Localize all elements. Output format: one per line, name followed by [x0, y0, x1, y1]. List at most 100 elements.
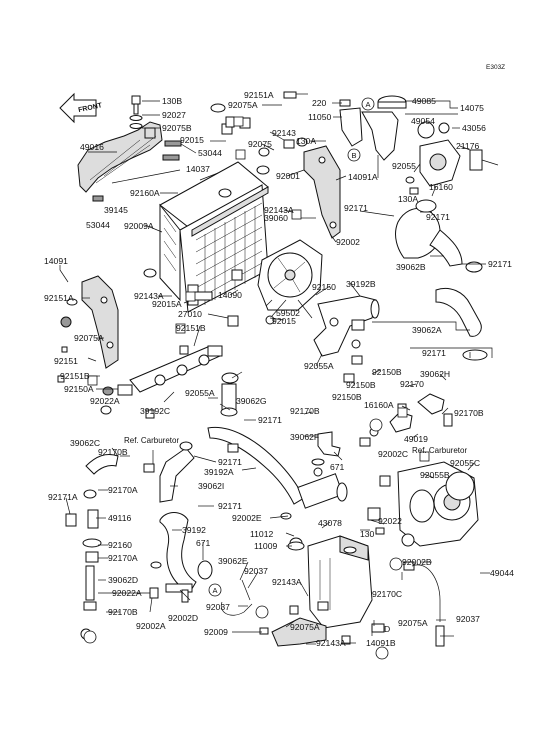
label-92171-d: 92171 — [422, 348, 446, 358]
ref-a-top-text: A — [365, 100, 370, 109]
label-92143a-top: 92143A — [264, 205, 294, 215]
label-92143a-b: 92143A — [272, 577, 302, 587]
ref-marker-a-top — [361, 97, 375, 111]
label-92150a: 92150A — [64, 384, 94, 394]
ref-marker-b-top — [347, 148, 361, 162]
label-92009a: 92009A — [124, 221, 154, 231]
label-92143a-mid: 92143A — [134, 291, 164, 301]
label-49116: 49116 — [108, 513, 131, 523]
label-92022: 92022 — [378, 516, 402, 526]
top-fasteners — [210, 91, 308, 157]
square-marker — [397, 407, 408, 418]
part-drawings: FRONT — [57, 91, 499, 647]
label-39192b: 39192B — [346, 279, 376, 289]
bracket-14091a — [303, 145, 341, 239]
carb-fitting-left — [65, 453, 155, 611]
label-92037-c: 92037 — [456, 614, 480, 624]
label-92171-c: 92171 — [488, 259, 512, 269]
label-92015a: 92015A — [152, 299, 182, 309]
label-92027: 92027 — [162, 110, 186, 120]
front-arrow-icon: FRONT — [59, 92, 103, 124]
ref-marker-c-mid — [369, 418, 383, 432]
label-92170b-a: 92170B — [290, 406, 320, 416]
label-92055a-a: 92055A — [304, 361, 334, 371]
label-130: 130 — [360, 529, 375, 539]
square-marker — [419, 451, 430, 462]
cooling-fan — [257, 239, 323, 319]
diagram-code: E303Z — [486, 64, 505, 71]
hose-39192 — [159, 512, 213, 593]
label-39062g: 39062G — [236, 396, 267, 406]
square-marker — [185, 291, 196, 302]
label-39062i: 39062I — [198, 481, 224, 491]
label-92075a-left: 92075A — [74, 333, 104, 343]
label-92002c: 92002C — [378, 449, 408, 459]
label-49044: 49044 — [490, 568, 514, 578]
radiator-core-14037 — [159, 161, 269, 313]
label-39062e: 39062E — [218, 556, 248, 566]
label-92037-b: 92037 — [206, 602, 230, 612]
label-14090: 14090 — [218, 290, 242, 300]
label-14091a: 14091A — [348, 172, 378, 182]
label-11012: 11012 — [250, 529, 273, 539]
label-92002b: 92002B — [402, 557, 432, 567]
o-rings — [280, 467, 323, 551]
label-92160: 92160 — [108, 540, 132, 550]
label-92143: 92143 — [272, 128, 296, 138]
label-92009-a: 92009 — [204, 627, 228, 637]
label-92150b-b: 92150B — [346, 380, 376, 390]
label-49054: 49054 — [411, 116, 435, 126]
label-ref-carburetor-right: Ref. Carburetor — [412, 446, 467, 455]
label-92002d: 92002D — [168, 613, 198, 623]
label-92151a-top: 92151A — [244, 90, 274, 100]
label-27010: 27010 — [178, 309, 202, 319]
label-49085: 49085 — [412, 96, 436, 106]
label-11050: 11050 — [308, 112, 331, 122]
fan-shroud-49016 — [77, 121, 163, 193]
ref-b-top-text: B — [351, 151, 356, 160]
label-92075a-bottom: 92075A — [290, 622, 320, 632]
label-92160a: 92160A — [130, 188, 160, 198]
water-pump-assembly — [367, 461, 479, 571]
label-92171-e: 92171 — [258, 415, 282, 425]
label-92002a: 92002A — [136, 621, 166, 631]
bracket-14091b — [259, 617, 385, 647]
square-marker — [87, 375, 98, 386]
label-92002: 92002 — [336, 237, 360, 247]
hose-39062b — [395, 199, 483, 273]
label-39192: 39192 — [182, 525, 206, 535]
water-pipe-39192c — [117, 345, 223, 396]
label-39062d: 39062D — [108, 575, 138, 585]
label-39060: 39060 — [264, 213, 288, 223]
label-92170b-c: 92170B — [98, 447, 128, 457]
label-53044-b: 53044 — [86, 220, 110, 230]
label-92075a-right: 92075A — [398, 618, 428, 628]
ref-marker-d-right — [389, 557, 403, 571]
hose-39062a — [435, 287, 488, 361]
label-92151b-a: 92151B — [176, 323, 206, 333]
hose-39062 — [411, 564, 445, 647]
label-92055: 92055 — [392, 161, 416, 171]
label-92075a-top: 92075A — [228, 100, 258, 110]
label-92150: 92150 — [312, 282, 336, 292]
square-marker — [233, 116, 244, 127]
thermostat-housing — [405, 121, 499, 195]
label-92170a-a: 92170A — [108, 485, 138, 495]
label-92170b-b: 92170B — [454, 408, 484, 418]
label-92055c: 92055C — [450, 458, 480, 468]
label-14091b: 92143A — [316, 638, 346, 648]
reservoir-tank-43078 — [289, 535, 373, 629]
label-92001: 92001 — [276, 171, 300, 181]
hose-39062f — [317, 431, 341, 457]
leader-lines — [59, 93, 493, 645]
label-14037: 14037 — [186, 164, 210, 174]
label-ref-carburetor-left: Ref. Carburetor — [124, 436, 179, 445]
label-14091: 14091 — [44, 256, 68, 266]
label-92170a-b: 92170A — [108, 553, 138, 563]
hose-39062g — [220, 372, 239, 417]
water-pipe-39192b — [313, 295, 380, 383]
label-92171a: 92171A — [48, 492, 78, 502]
label-92015-b: 92015 — [272, 316, 296, 326]
ref-marker-b-bottom — [375, 646, 389, 660]
label-39062h: 39062H — [420, 369, 450, 379]
